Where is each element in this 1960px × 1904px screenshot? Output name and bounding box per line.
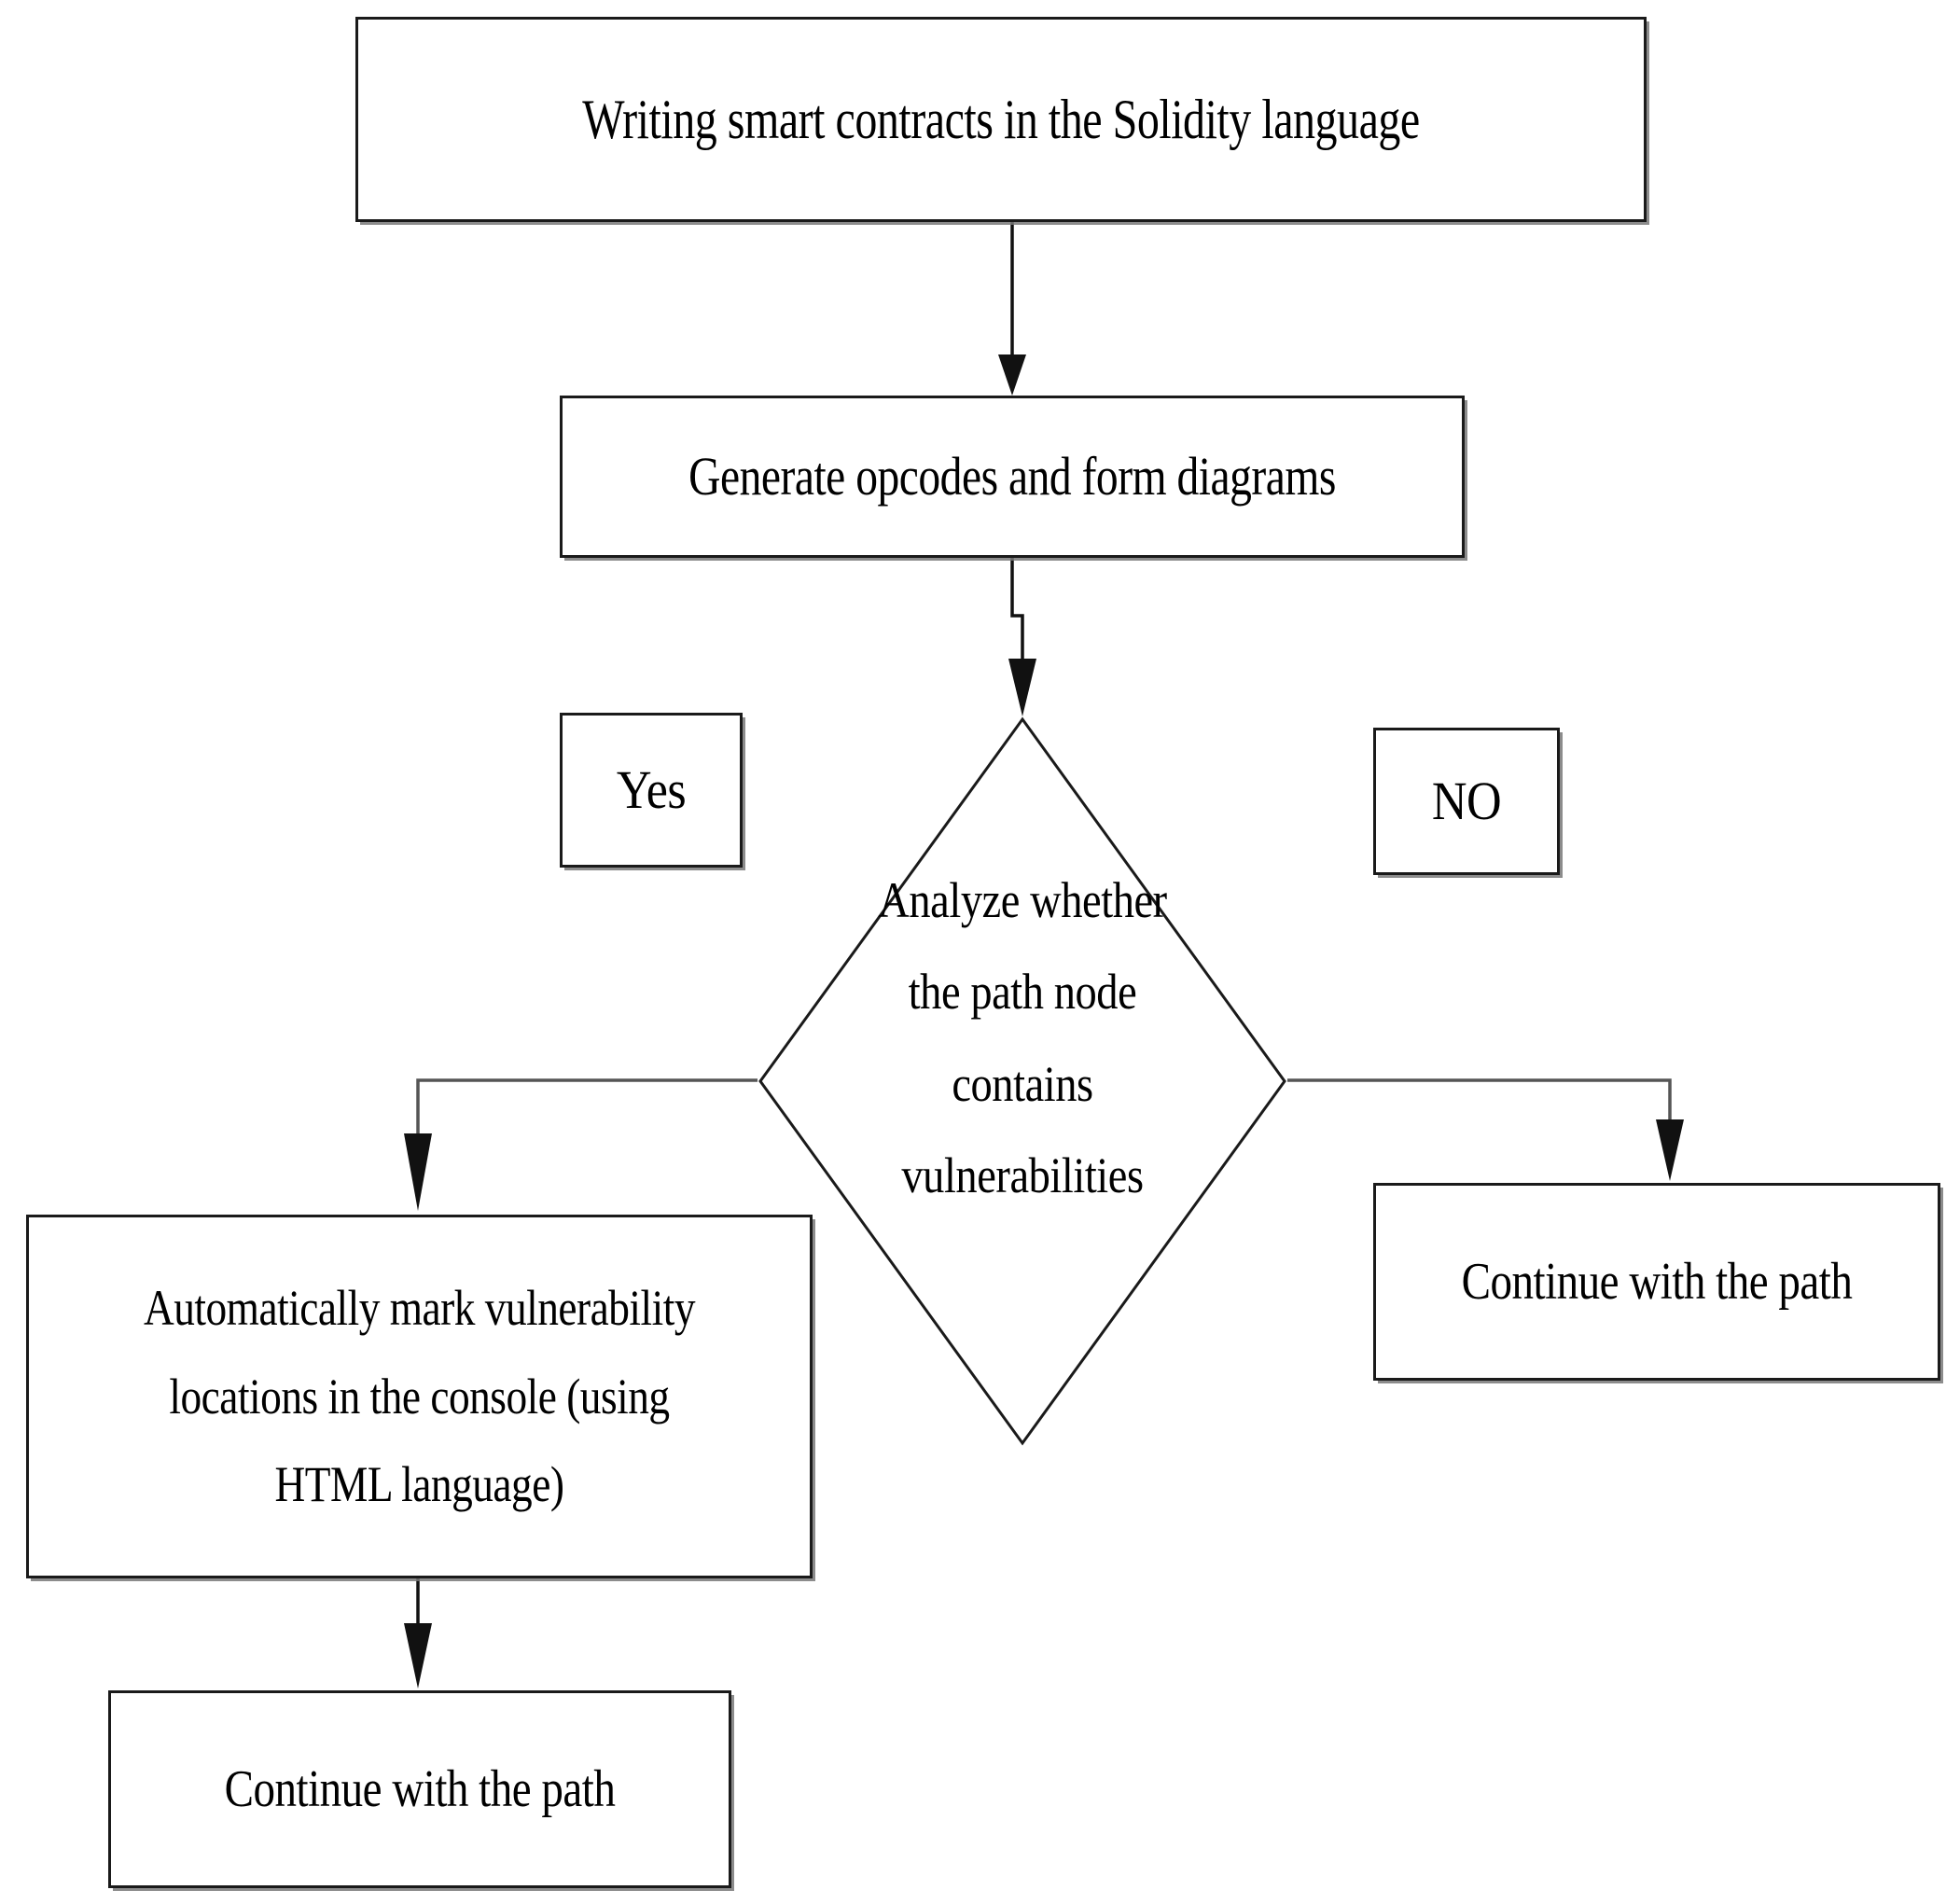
edge-decision-no: [1287, 1078, 1684, 1181]
node-generate-opcodes[interactable]: Generate opcodes and form diagrams: [560, 396, 1465, 558]
branch-label-no[interactable]: NO: [1373, 728, 1560, 875]
mark-line-3: HTML language): [274, 1456, 564, 1513]
node-write-contracts-label: Writing smart contracts in the Solidity …: [582, 88, 1420, 150]
edge-opcodes-to-decision: [1008, 558, 1036, 716]
node-mark-vulnerability-label: Automatically mark vulnerability locatio…: [91, 1264, 747, 1529]
node-generate-opcodes-label: Generate opcodes and form diagrams: [688, 446, 1336, 507]
node-decision[interactable]: Analyze whether the path node contains v…: [758, 716, 1287, 1446]
node-write-contracts[interactable]: Writing smart contracts in the Solidity …: [355, 17, 1647, 222]
edge-decision-yes: [404, 1078, 758, 1211]
branch-label-yes-text: Yes: [616, 759, 687, 821]
mark-line-2: locations in the console (using: [169, 1368, 670, 1425]
node-continue-path-right[interactable]: Continue with the path: [1373, 1183, 1940, 1381]
decision-diamond-shape: [758, 716, 1286, 1446]
node-continue-path-bottom-label: Continue with the path: [224, 1759, 616, 1818]
node-mark-vulnerability[interactable]: Automatically mark vulnerability locatio…: [26, 1215, 813, 1578]
edge-mark-to-continue: [404, 1578, 432, 1689]
mark-line-1: Automatically mark vulnerability: [143, 1280, 696, 1337]
branch-label-no-text: NO: [1431, 771, 1502, 832]
edge-write-to-opcodes: [998, 222, 1026, 396]
branch-label-yes[interactable]: Yes: [560, 713, 743, 868]
node-continue-path-bottom[interactable]: Continue with the path: [108, 1690, 731, 1888]
node-continue-path-right-label: Continue with the path: [1461, 1252, 1853, 1311]
